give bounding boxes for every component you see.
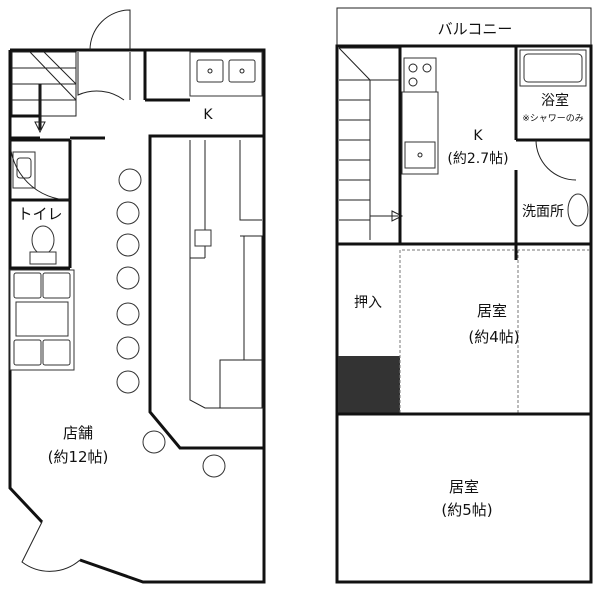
cushion-4 — [42, 339, 71, 366]
balcony-label: バルコニー — [438, 20, 513, 38]
toilet-wall — [10, 138, 72, 270]
toilet-door-swing-icon — [9, 139, 71, 201]
drain-icon — [207, 68, 213, 74]
floor1-kitchen-wall — [10, 50, 264, 140]
bar-stool-icon — [202, 454, 226, 478]
bathtub-inner — [523, 53, 583, 83]
floor1-sink-icon-3 — [194, 229, 212, 247]
bath-note: ※シャワーのみ — [522, 113, 584, 124]
table — [15, 301, 69, 337]
sofa-set — [9, 269, 75, 371]
floor2-drain-icon — [417, 152, 423, 158]
washroom-label: 洗面所 — [522, 204, 564, 220]
bar-stool-icon — [118, 168, 142, 192]
room2-area: (約5帖) — [441, 501, 492, 519]
floor1-top-right-wall — [145, 48, 266, 140]
room2-label: 居室 — [449, 478, 479, 496]
back-counter — [219, 140, 263, 409]
bar-counter — [148, 140, 264, 450]
washbasin-bowl — [16, 157, 32, 179]
floor-1: K トイレ — [8, 9, 266, 584]
floor1-stair-arrow-icon — [34, 84, 46, 134]
floor2-stair-wall — [337, 46, 402, 246]
shop-area: (約12帖) — [48, 448, 109, 466]
floor2-stairs — [338, 47, 400, 240]
floor2-kitchen-wall — [400, 46, 518, 246]
bar-stools — [116, 168, 226, 478]
drain-icon-2 — [239, 68, 245, 74]
cushion-2 — [42, 272, 71, 299]
bath-door-swing-icon — [535, 139, 577, 181]
floor2-sink-icon — [404, 141, 436, 169]
bar-stool-icon — [142, 430, 166, 454]
floor2-outer-wall — [335, 44, 593, 584]
room1-label: 居室 — [477, 302, 507, 320]
floor1-stair-treads — [12, 51, 77, 101]
closet-label: 押入 — [354, 295, 382, 311]
toilet-icon — [31, 225, 55, 255]
bar-stool-icon — [116, 336, 140, 360]
floor1-sink-icon-2 — [228, 59, 256, 83]
bar-stool-icon — [116, 201, 140, 225]
bar-stool-icon — [116, 233, 140, 257]
cushion-3 — [13, 339, 42, 366]
toilet-tank — [29, 251, 57, 265]
bath-label: 浴室 — [541, 92, 569, 109]
wash-basin-icon — [567, 193, 589, 227]
closet-dark — [338, 356, 400, 414]
shop-label: 店舗 — [63, 424, 93, 442]
burner-3 — [408, 77, 418, 87]
floor-2: バルコニー K (約2.7帖) 浴室 ※シャワーのみ 洗面所 押入 — [335, 7, 593, 584]
stove-icon — [403, 57, 437, 93]
top-door-swing-icon-2 — [77, 52, 131, 101]
burner — [408, 63, 418, 73]
floor2-kitchen-label: K — [473, 128, 483, 144]
cushion — [13, 272, 42, 299]
floor2-kitchen-area: (約2.7帖) — [447, 151, 508, 167]
floor1-kitchen-label: K — [203, 107, 213, 123]
top-door-swing-icon — [89, 9, 131, 51]
bar-stool-icon — [116, 266, 140, 290]
floor2-stair-arrow-icon — [370, 210, 404, 222]
washroom-wall — [514, 242, 591, 260]
burner-2 — [422, 63, 432, 73]
bar-counter-inner — [189, 140, 264, 409]
room1-area: (約4帖) — [468, 328, 519, 346]
floor1-sink-icon — [196, 59, 224, 83]
bar-stool-icon — [116, 370, 140, 394]
toilet-label: トイレ — [17, 205, 62, 223]
bar-stool-icon — [116, 302, 140, 326]
entrance-door-swing-icon — [21, 521, 81, 572]
room1-dashes — [402, 249, 590, 414]
